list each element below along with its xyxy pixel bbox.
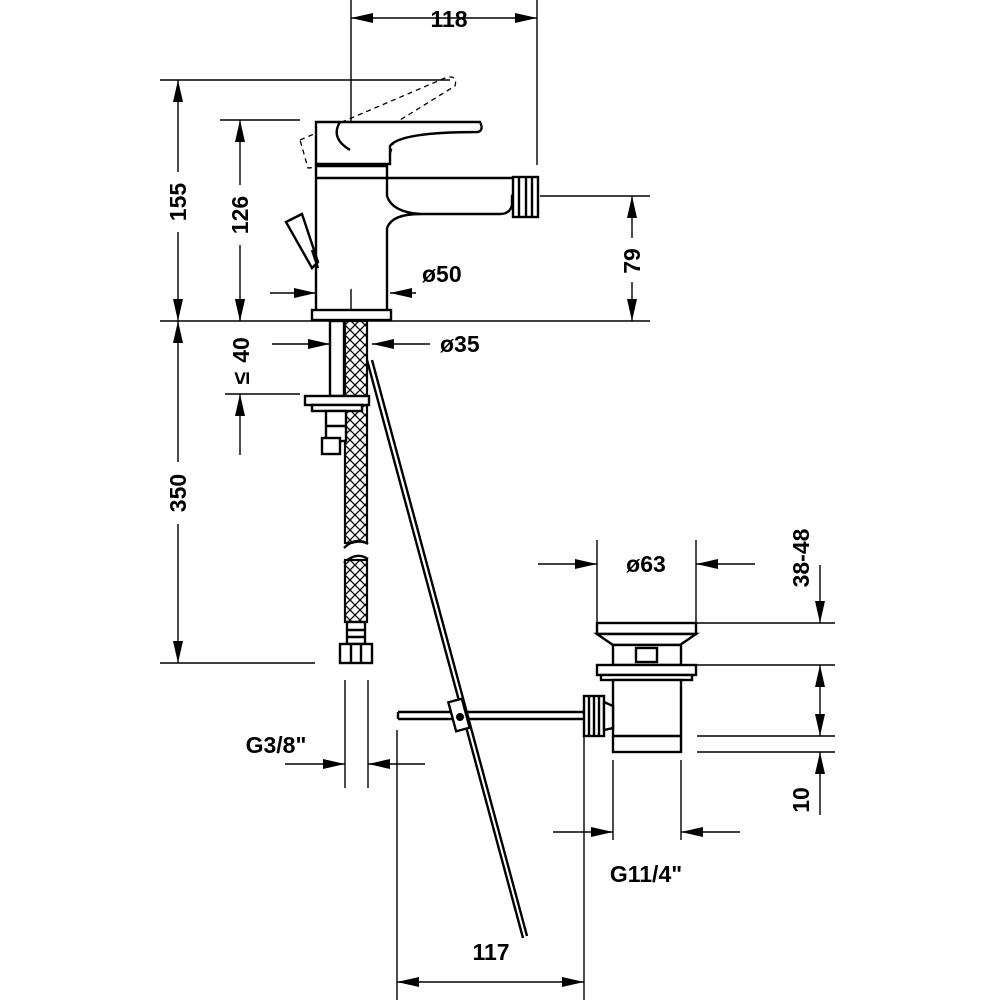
supply-hose	[303, 319, 374, 665]
dim-lever-height-label: 126	[227, 196, 253, 234]
dim-shank-diameter-label: ø35	[440, 331, 480, 357]
dim-body-diameter: ø50	[270, 261, 462, 298]
dim-spout-height-label: 79	[619, 248, 645, 274]
dim-overall-height-label: 155	[165, 183, 191, 222]
dim-waste-offset: 10	[788, 752, 825, 815]
dim-plug-range-label: 38-48	[788, 528, 814, 587]
dim-spout-height: 79	[618, 196, 646, 321]
dim-deck-thickness: 40 ≤	[228, 299, 254, 455]
popup-knob	[284, 212, 320, 270]
mixer-body	[284, 76, 540, 322]
dim-lever-height: 126	[226, 120, 254, 321]
waste-body	[611, 678, 683, 754]
dim-top-width-label: 118	[430, 6, 467, 32]
dim-shank-diameter: ø35	[272, 331, 480, 357]
dim-hose-thread: G3/8"	[246, 732, 425, 769]
fixing-washer	[303, 394, 371, 407]
dim-hose-length: 350	[164, 321, 192, 663]
waste-valve	[582, 621, 700, 754]
dim-overall-height: 155	[164, 80, 192, 321]
dim-hose-thread-label: G3/8"	[246, 732, 307, 758]
dim-waste-diameter-label: ø63	[626, 551, 666, 577]
base-flange	[310, 308, 393, 322]
dim-rod-spacing-label: 117	[472, 939, 509, 965]
lever-handle	[314, 120, 483, 166]
popup-rod	[365, 359, 590, 939]
dim-deck-thickness-symbol: ≤	[228, 371, 254, 384]
dim-plug-range: 38-48	[788, 528, 825, 736]
hose-ferrule	[345, 620, 367, 646]
dim-waste-offset-label: 10	[788, 787, 814, 813]
dim-waste-diameter: ø63	[538, 551, 755, 577]
dim-waste-thread-label: G11/4"	[610, 861, 682, 887]
dim-waste-thread: G11/4"	[553, 827, 740, 887]
dim-top-width: 118	[351, 6, 537, 32]
hose-nut	[338, 642, 374, 665]
dim-body-diameter-label: ø50	[422, 261, 462, 287]
dim-hose-length-label: 350	[165, 474, 191, 512]
dim-rod-spacing: 117	[397, 939, 584, 987]
dim-deck-thickness-label: 40	[228, 337, 254, 363]
waste-plug-cap	[595, 621, 698, 636]
extension-lines	[160, 0, 835, 1000]
waste-flange	[595, 663, 698, 677]
body-outline	[314, 164, 517, 310]
threaded-shank	[328, 319, 346, 398]
